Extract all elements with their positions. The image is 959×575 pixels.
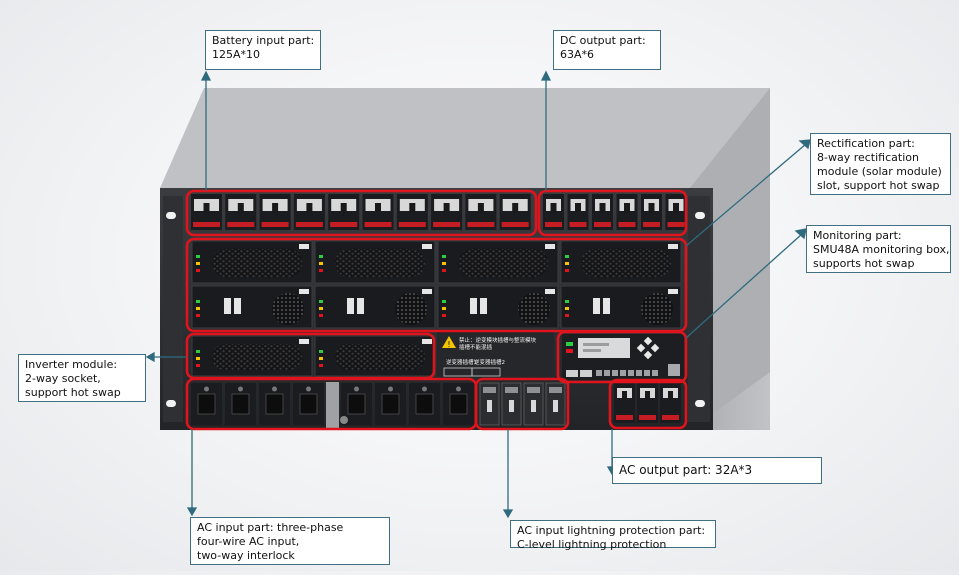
monitor-highlight bbox=[556, 330, 688, 384]
inverter-module bbox=[314, 335, 436, 377]
rectifier-highlight bbox=[185, 237, 688, 333]
monitoring-unit bbox=[562, 334, 684, 380]
ac-input-breaker-row bbox=[191, 382, 474, 428]
dc-breaker bbox=[665, 194, 687, 230]
rectification-callout-line-3: module (solar module) bbox=[817, 165, 942, 178]
inverter-callout: Inverter module: 2-way socket, support h… bbox=[18, 354, 146, 402]
inverter-module-row bbox=[191, 335, 436, 377]
warning-icon bbox=[442, 336, 456, 348]
slot-label-1: 逆变器插槽1 bbox=[446, 358, 477, 366]
battery-callout-title: Battery input part: bbox=[212, 34, 315, 47]
ac-output-breaker bbox=[637, 383, 658, 423]
ac-input-breaker bbox=[191, 383, 222, 425]
battery-breaker bbox=[362, 194, 394, 230]
inverter-module bbox=[191, 335, 313, 377]
inverter-callout-line-3: support hot swap bbox=[25, 386, 121, 399]
lightning-protector bbox=[523, 382, 544, 426]
rectifier-module-row-2 bbox=[191, 285, 682, 329]
dc-breaker bbox=[567, 194, 589, 230]
dc-callout-title: DC output part: bbox=[560, 34, 646, 47]
ac-input-breaker bbox=[293, 383, 324, 425]
inverter-callout-title: Inverter module: bbox=[25, 358, 118, 371]
rectifier-module-row-1 bbox=[191, 240, 682, 284]
dc-breaker-row bbox=[543, 194, 687, 230]
svg-text:!: ! bbox=[447, 340, 450, 349]
dc-breaker bbox=[616, 194, 638, 230]
battery-breaker bbox=[328, 194, 360, 230]
ac-input-breaker bbox=[443, 383, 474, 425]
rack-mount-holes bbox=[166, 212, 705, 407]
rectifier-module bbox=[314, 240, 436, 284]
rectifier-module bbox=[437, 240, 559, 284]
monitoring-callout: Monitoring part: SMU48A monitoring box, … bbox=[806, 225, 951, 273]
ac-output-breaker bbox=[660, 383, 681, 423]
ac-output-breaker bbox=[614, 383, 635, 423]
lightning-callout: AC input lightning protection part: C-le… bbox=[510, 520, 716, 551]
lightning-callout-line-2: C-level lightning protection bbox=[517, 538, 667, 551]
rectifier-module bbox=[437, 285, 559, 329]
rectifier-module bbox=[314, 285, 436, 329]
ac-output-highlight bbox=[608, 378, 688, 430]
warning-text-2: 插槽不能混插 bbox=[459, 343, 493, 351]
highlight-boxes bbox=[185, 189, 688, 431]
slot-label-2: 逆变器插槽2 bbox=[474, 358, 505, 366]
battery-highlight bbox=[185, 189, 538, 237]
battery-breaker bbox=[293, 194, 325, 230]
ac-output-callout-text: AC output part: 32A*3 bbox=[619, 463, 753, 477]
battery-breaker bbox=[431, 194, 463, 230]
ac-output-callout: AC output part: 32A*3 bbox=[612, 457, 822, 484]
ac-input-breaker bbox=[259, 383, 290, 425]
battery-breaker bbox=[465, 194, 497, 230]
ac-input-callout: AC input part: three-phase four-wire AC … bbox=[190, 517, 390, 565]
warning-panel: ! 禁止：逆变模块插槽与整流模块 插槽不能混插 逆变器插槽1 逆变器插槽2 bbox=[437, 332, 554, 377]
dc-callout: DC output part: 63A*6 bbox=[553, 30, 661, 70]
lightning-protector bbox=[501, 382, 522, 426]
dc-breaker bbox=[592, 194, 613, 230]
dc-breaker bbox=[543, 194, 564, 230]
battery-breaker bbox=[396, 194, 428, 230]
battery-callout: Battery input part: 125A*10 bbox=[205, 30, 321, 70]
battery-breaker-row bbox=[191, 194, 531, 230]
rectification-callout-title: Rectification part: bbox=[817, 137, 915, 150]
battery-callout-rating: 125A*10 bbox=[212, 48, 261, 61]
ac-input-callout-line-3: two-way interlock bbox=[197, 549, 295, 562]
nav-keypad-icon bbox=[636, 336, 660, 360]
lightning-callout-title: AC input lightning protection part: bbox=[517, 524, 706, 537]
ac-input-breaker bbox=[225, 383, 256, 425]
interlock-bar bbox=[326, 382, 339, 428]
dc-breaker bbox=[641, 194, 662, 230]
ac-input-callout-title: AC input part: three-phase bbox=[197, 521, 344, 534]
rectifier-module bbox=[191, 240, 313, 284]
dc-highlight bbox=[537, 189, 688, 237]
leader-lines bbox=[145, 70, 811, 519]
monitoring-callout-line-3: supports hot swap bbox=[813, 257, 915, 270]
lightning-highlight bbox=[474, 377, 570, 431]
rectification-callout-line-4: slot, support hot swap bbox=[817, 179, 940, 192]
battery-breaker bbox=[225, 194, 257, 230]
rectifier-module bbox=[560, 285, 682, 329]
battery-breaker bbox=[259, 194, 291, 230]
lightning-protector-row bbox=[479, 382, 566, 426]
dc-callout-rating: 63A*6 bbox=[560, 48, 595, 61]
ac-output-breaker-row bbox=[614, 383, 681, 423]
ac-input-breaker bbox=[409, 383, 440, 425]
inverter-callout-line-2: 2-way socket, bbox=[25, 372, 101, 385]
lightning-protector bbox=[545, 382, 566, 426]
rectifier-module bbox=[191, 285, 313, 329]
monitor-lcd bbox=[578, 338, 630, 358]
rectification-callout-line-2: 8-way rectification bbox=[817, 151, 919, 164]
monitoring-callout-title: Monitoring part: bbox=[813, 229, 902, 242]
ac-input-callout-line-2: four-wire AC input, bbox=[197, 535, 300, 548]
battery-breaker bbox=[499, 194, 531, 230]
rectification-callout: Rectification part: 8-way rectification … bbox=[810, 133, 951, 195]
battery-breaker bbox=[191, 194, 222, 230]
lightning-protector bbox=[479, 382, 500, 426]
warning-text-1: 禁止：逆变模块插槽与整流模块 bbox=[459, 336, 537, 344]
ac-input-breaker bbox=[375, 383, 406, 425]
rectifier-module bbox=[560, 240, 682, 284]
monitoring-callout-line-2: SMU48A monitoring box, bbox=[813, 243, 950, 256]
